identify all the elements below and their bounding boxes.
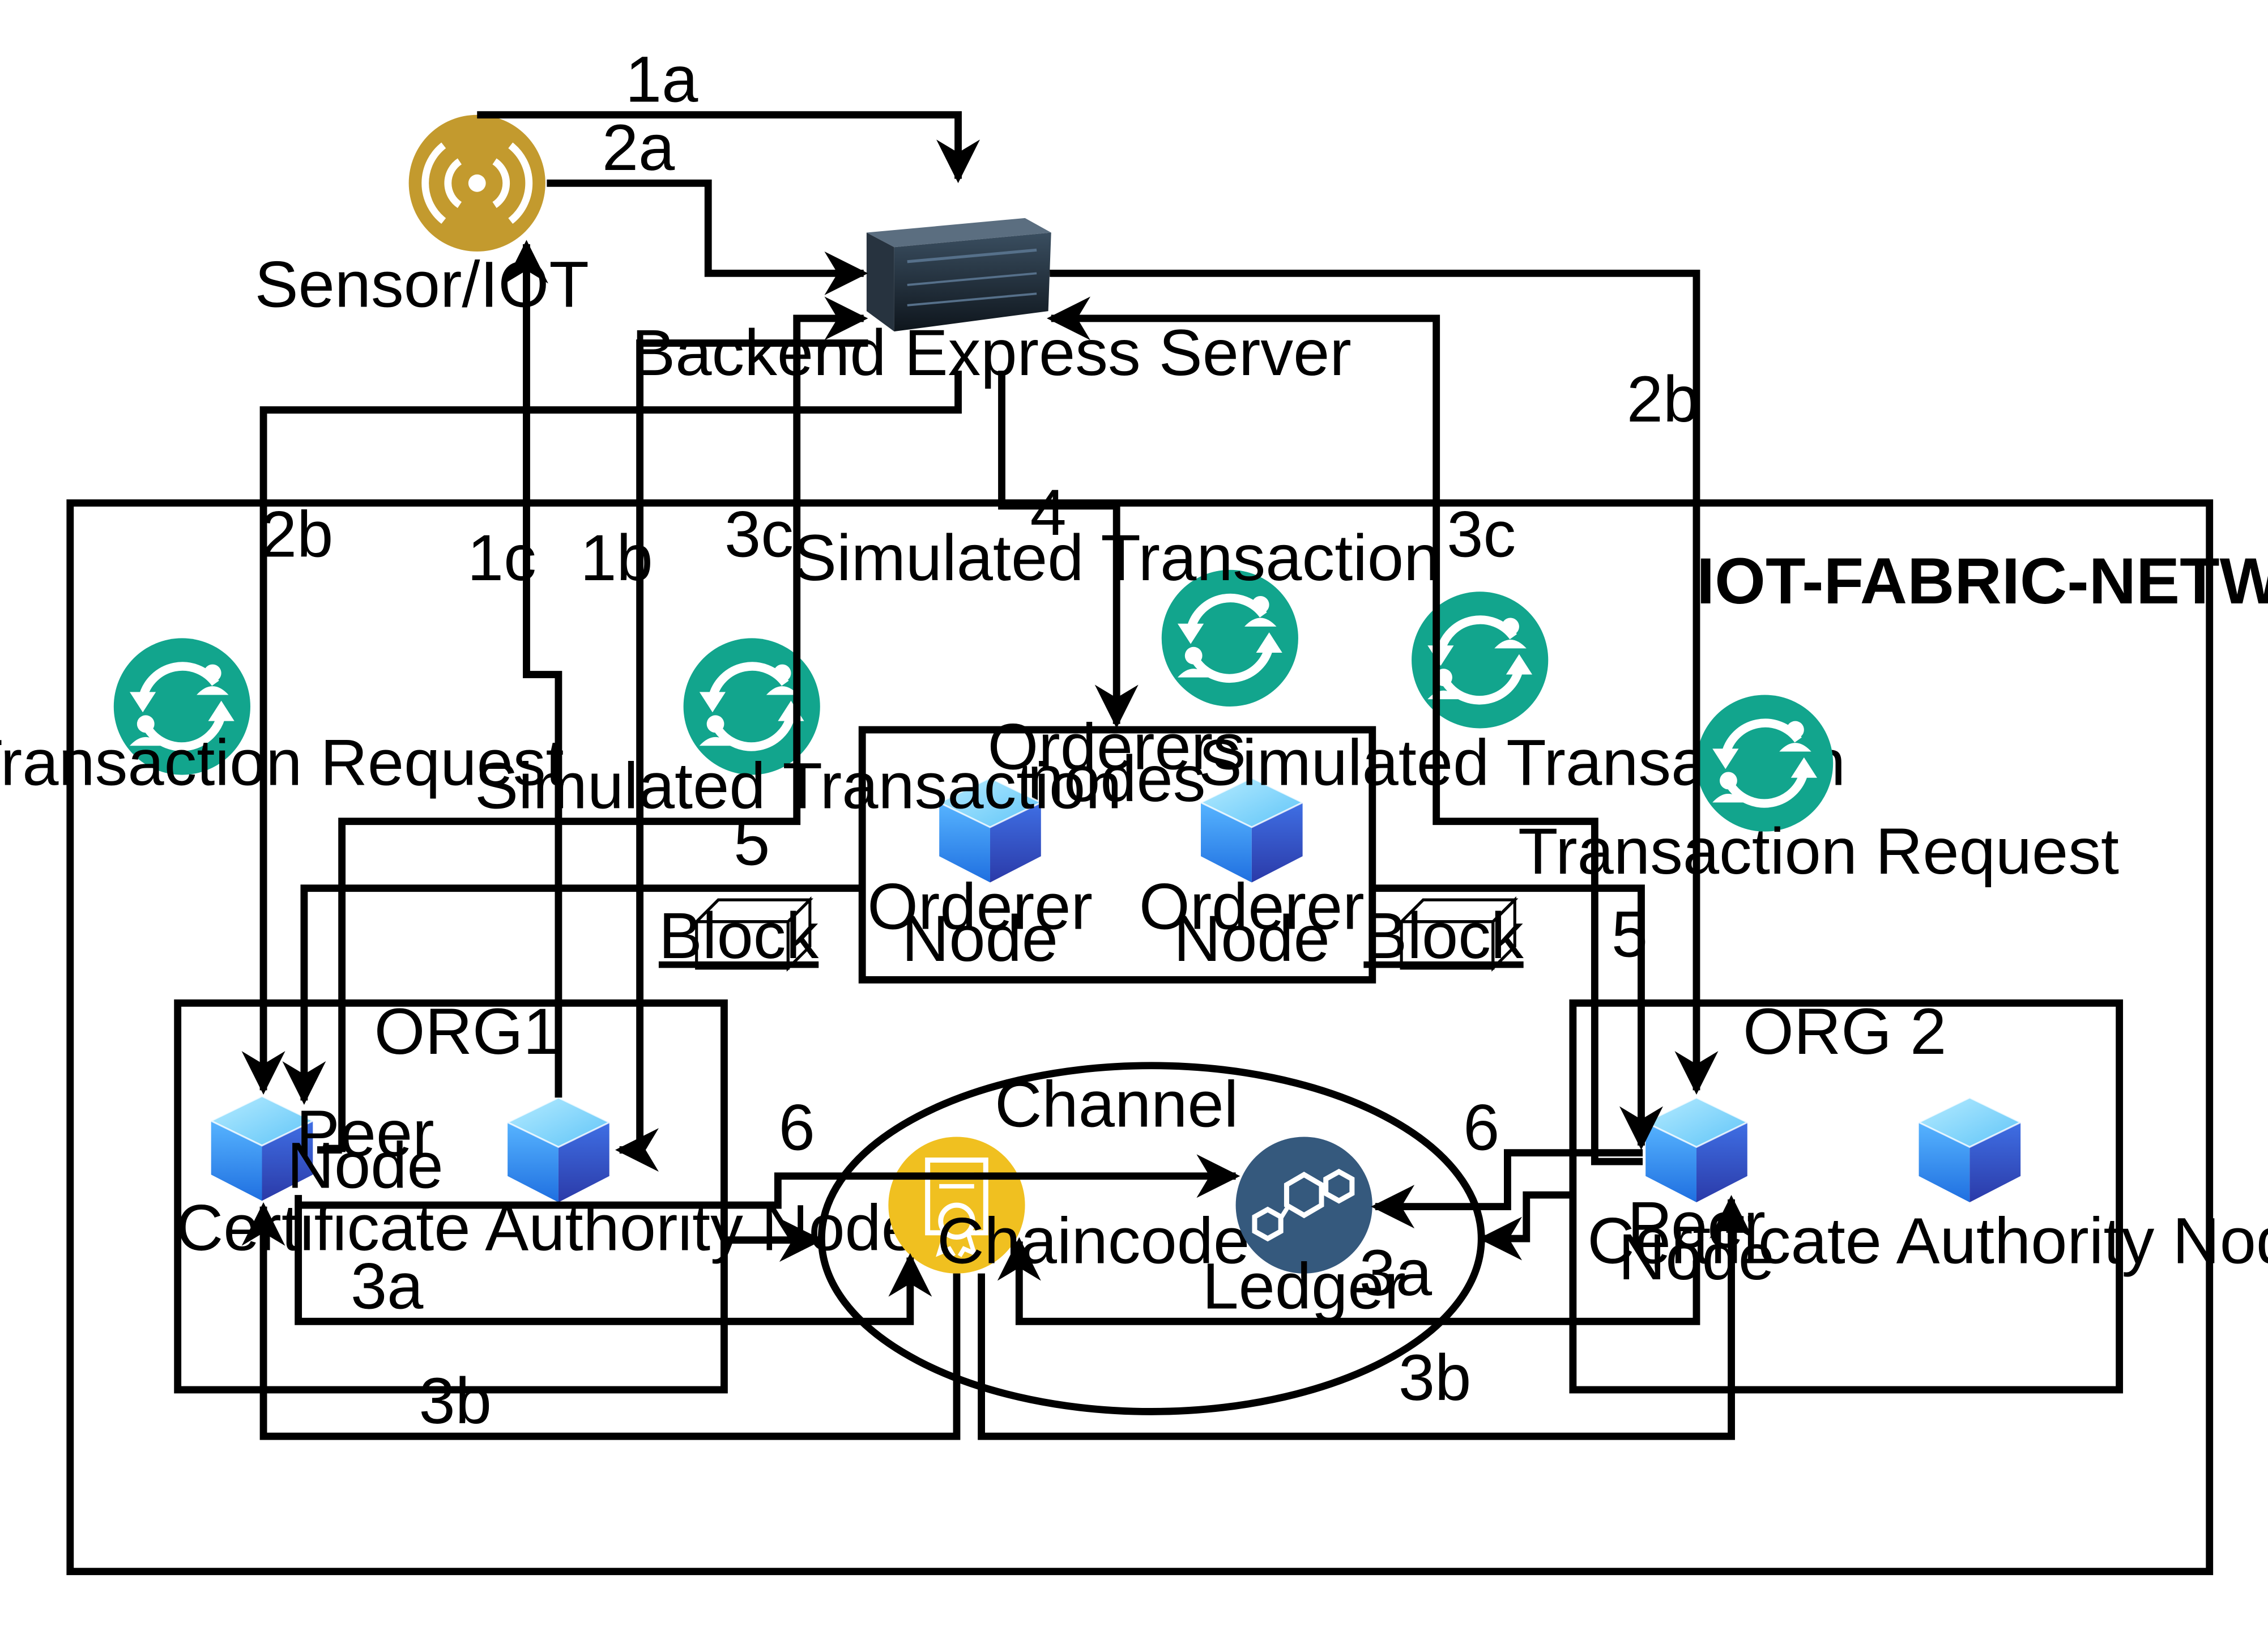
edge-3a-left: [295, 1195, 932, 1325]
edge-1c: [504, 240, 562, 1098]
edge-5-left: [282, 884, 863, 1105]
org2-title: ORG 2: [1743, 995, 1946, 1068]
block-3d-icon: [1397, 896, 1519, 972]
edge-6-left: [298, 1154, 1240, 1209]
edge-6-right: [1371, 1149, 1643, 1229]
step-label-2a: 2a: [602, 111, 675, 184]
step-label-2b-right: 2b: [1627, 363, 1699, 436]
edge-3b-left: [241, 1202, 961, 1440]
edge-2b-left: [241, 371, 962, 1095]
org1-peer-label-line2: Node: [287, 1129, 444, 1202]
orderers-title-line2: nodes: [1028, 742, 1206, 815]
orderer-node-1-line1: Orderer: [867, 870, 1093, 943]
edge-3a-right: [997, 1237, 1700, 1325]
block-right: Block: [1363, 896, 1524, 972]
orderer-node-1-line2: Node: [902, 902, 1058, 975]
org2-ca-node-icon[interactable]: [1918, 1096, 2022, 1203]
step-label-4: 4: [1030, 476, 1067, 549]
wireless-signal-icon: [408, 114, 545, 252]
org1-peer-label-line1: Peer: [296, 1097, 434, 1170]
step-label-1c: 1c: [467, 521, 536, 594]
chaincode[interactable]: Chaincode: [888, 1137, 1250, 1278]
step-labels: 1a 2a 2b 2b 1c 1b 3c 4 3c 5 5 6 6 3a 3a …: [261, 43, 1699, 1437]
step-label-3b-left: 3b: [419, 1364, 492, 1437]
org2-ca-label: Certificate Authority Node: [1587, 1205, 2268, 1278]
block-right-label: Block: [1363, 899, 1524, 972]
edge-2b-right: [1050, 269, 1719, 1095]
transaction-request-right-icon: [1696, 695, 1833, 831]
block-3d-icon: [693, 896, 814, 972]
backend-server[interactable]: Backend Express Server: [632, 218, 1352, 389]
step-label-6-left: 6: [779, 1091, 815, 1164]
edge-5-right: [1372, 884, 1663, 1150]
transaction-request-right-label: Transaction Request: [1518, 815, 2119, 888]
certificate-icon: [888, 1137, 1025, 1274]
block-left: Block: [659, 896, 819, 972]
edge-4: [998, 371, 1139, 729]
step-label-6-right: 6: [1463, 1091, 1499, 1164]
step-label-3c-left: 3c: [724, 498, 794, 571]
transaction-request-left-label: Transaction Request: [0, 726, 564, 799]
org1-title: ORG1: [374, 995, 560, 1068]
chaincode-label: Chaincode: [937, 1205, 1250, 1278]
sensor-label: Sensor/IOT: [255, 248, 589, 321]
edge-3c-right: [1047, 296, 1643, 1165]
step-label-1a: 1a: [625, 43, 698, 116]
edge-1b: [615, 339, 868, 1172]
blockchain-ledger-icon: [1235, 1137, 1372, 1274]
simulated-transaction-right-icon: [1412, 592, 1548, 728]
ledger-label: Ledger: [1202, 1249, 1406, 1322]
org1-box: [174, 999, 728, 1394]
org1-ca-node-icon[interactable]: [506, 1096, 611, 1203]
step-label-3b-right: 3b: [1399, 1341, 1471, 1414]
block-left-label: Block: [659, 899, 819, 972]
channel-title: Channel: [995, 1068, 1238, 1141]
network-frame: [66, 499, 2214, 1576]
step-label-5-left: 5: [734, 806, 770, 879]
step-label-3c-right: 3c: [1447, 498, 1516, 571]
edge-org2-channel: [1478, 1191, 1573, 1261]
rack-server-icon: [866, 218, 1051, 332]
org2-peer-node-icon[interactable]: [1644, 1096, 1749, 1203]
ledger[interactable]: Ledger: [1202, 1137, 1406, 1322]
network-title: IOT-FABRIC-NETWOK: [1696, 544, 2268, 618]
server-label: Backend Express Server: [632, 316, 1352, 389]
step-label-2b-left: 2b: [261, 498, 333, 571]
sensor-iot[interactable]: Sensor/IOT: [255, 114, 589, 321]
orderer-node-2-line1: Orderer: [1139, 870, 1365, 943]
edge-2a: [547, 179, 868, 295]
step-label-1b: 1b: [580, 521, 653, 594]
orderer-node-2-line2: Node: [1174, 902, 1330, 975]
step-label-3a-right: 3a: [1359, 1236, 1433, 1309]
step-label-5-right: 5: [1612, 897, 1648, 971]
edge-3b-right: [978, 1195, 1754, 1440]
connectors: [241, 111, 1754, 1440]
orderers-box: [858, 726, 1376, 984]
edge-1a: [477, 111, 980, 184]
step-label-3a-left: 3a: [351, 1249, 424, 1322]
